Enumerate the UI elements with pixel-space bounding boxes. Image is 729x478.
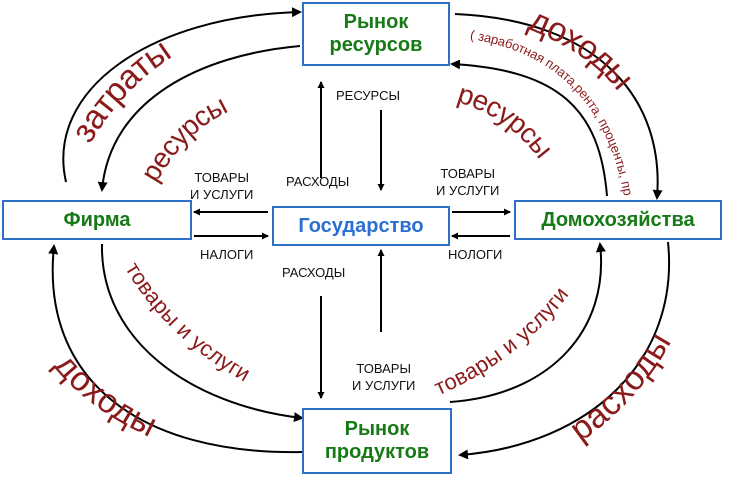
outer-arrow-expenses (458, 241, 671, 460)
government-box: Государство (272, 206, 450, 246)
gov-label-taxes: НАЛОГИ (200, 247, 254, 262)
inner-arrow-goods-right (449, 242, 606, 403)
households-label: Домохозяйства (541, 208, 695, 231)
outer-arrow-costs (62, 7, 302, 183)
firm-box: Фирма (2, 200, 192, 240)
gov-label-spending-bottom: РАСХОДЫ (282, 265, 346, 280)
resource-market-line2: ресурсов (329, 34, 423, 56)
resource-market-line1: Рынок (343, 11, 409, 33)
gov-label-hh-goods: ТОВАРЫ И УСЛУГИ (436, 166, 500, 198)
gov-label-bottom-goods: ТОВАРЫ И УСЛУГИ (352, 361, 416, 393)
flow-label-goods-right: товары и услуги (430, 282, 573, 400)
inner-arrow-goods-left (100, 243, 304, 423)
firm-label: Фирма (63, 208, 131, 231)
gov-label-taxes-households: НОЛОГИ (448, 247, 503, 262)
households-box: Домохозяйства (514, 200, 722, 240)
flow-label-resources-right: ресурсы (454, 78, 559, 164)
inner-arrow-resources-right (450, 59, 608, 197)
resource-market-box: Рынок ресурсов (302, 2, 450, 66)
government-label: Государство (298, 214, 424, 237)
gov-label-firm-goods: ТОВАРЫ И УСЛУГИ (190, 170, 254, 202)
gov-label-resources: РЕСУРСЫ (336, 88, 400, 103)
flow-label-goods-left: товары и услуги (121, 258, 255, 387)
product-market-line2: продуктов (324, 441, 430, 463)
product-market-line1: Рынок (344, 418, 410, 440)
outer-arrow-income-top (454, 13, 663, 200)
flow-label-expenses: расходы (563, 326, 679, 449)
flow-label-income-bottom: доходы (47, 346, 163, 444)
inner-arrow-resources-left (97, 45, 301, 192)
outer-arrow-income-bottom (48, 244, 303, 454)
product-market-box: Рынок продуктов (302, 408, 452, 474)
gov-label-spending-top: РАСХОДЫ (286, 174, 350, 189)
